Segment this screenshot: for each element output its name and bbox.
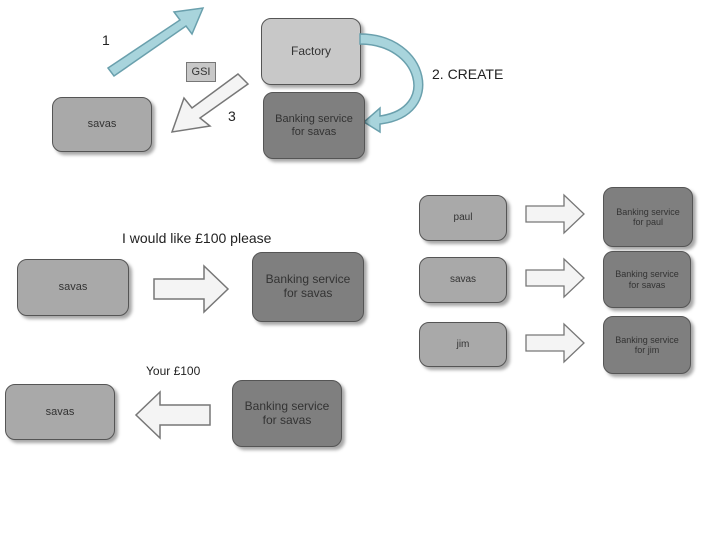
banking-service-box-response: Banking service for savas [232, 380, 342, 447]
step-1-label: 1 [102, 32, 110, 48]
response-caption: Your £100 [146, 364, 201, 378]
create-curved-arrow [359, 33, 424, 134]
instance-arrow-savas [525, 257, 585, 299]
client-box-paul: paul [419, 195, 507, 241]
instance-arrow-jim [525, 322, 585, 364]
banking-service-box-savas-instance: Banking service for savas [603, 251, 691, 308]
banking-service-box-request: Banking service for savas [252, 252, 364, 322]
step-3-arrow [170, 73, 250, 133]
banking-service-box-paul: Banking service for paul [603, 187, 693, 247]
client-box-savas-request: savas [17, 259, 129, 316]
client-box-savas-top: savas [52, 97, 152, 152]
banking-service-box-top: Banking service for savas [263, 92, 365, 159]
client-box-jim: jim [419, 322, 507, 367]
client-box-savas-response: savas [5, 384, 115, 440]
instance-arrow-paul [525, 193, 585, 235]
factory-box: Factory [261, 18, 361, 85]
response-arrow [134, 390, 211, 440]
step-1-arrow [106, 7, 205, 78]
request-caption: I would like £100 please [122, 230, 272, 246]
gsi-badge: GSI [186, 62, 216, 82]
client-box-savas-instance: savas [419, 257, 507, 303]
step-3-label: 3 [228, 108, 236, 124]
banking-service-box-jim: Banking service for jim [603, 316, 691, 374]
request-arrow [153, 264, 230, 314]
step-2-label: 2. CREATE [432, 66, 504, 82]
